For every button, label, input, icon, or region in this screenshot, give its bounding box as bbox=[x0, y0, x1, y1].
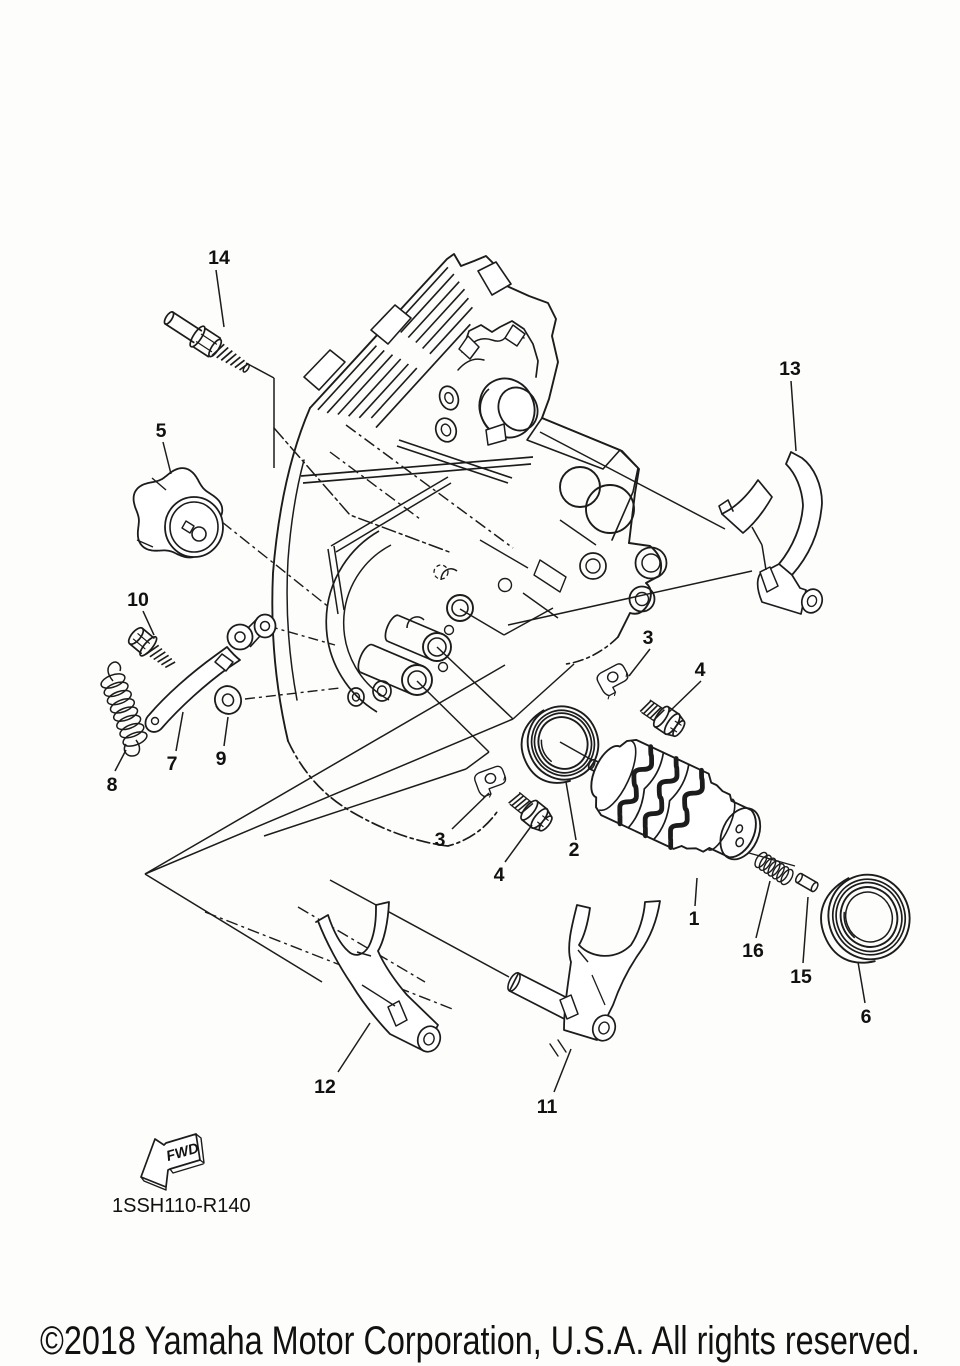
svg-text:10: 10 bbox=[127, 589, 149, 611]
svg-text:11: 11 bbox=[537, 1096, 558, 1118]
svg-text:4: 4 bbox=[695, 659, 706, 681]
svg-text:4: 4 bbox=[494, 864, 505, 886]
svg-text:6: 6 bbox=[861, 1006, 872, 1028]
svg-text:5: 5 bbox=[156, 420, 167, 442]
svg-text:1: 1 bbox=[689, 908, 700, 930]
svg-text:9: 9 bbox=[216, 748, 227, 770]
svg-text:3: 3 bbox=[643, 627, 654, 649]
svg-text:8: 8 bbox=[107, 774, 118, 796]
svg-text:15: 15 bbox=[790, 966, 812, 988]
svg-text:13: 13 bbox=[779, 358, 801, 380]
svg-text:14: 14 bbox=[208, 247, 230, 269]
svg-text:12: 12 bbox=[314, 1076, 336, 1098]
svg-text:16: 16 bbox=[742, 940, 764, 962]
svg-text:7: 7 bbox=[167, 753, 178, 775]
svg-text:2: 2 bbox=[569, 839, 580, 861]
svg-text:3: 3 bbox=[435, 829, 446, 851]
